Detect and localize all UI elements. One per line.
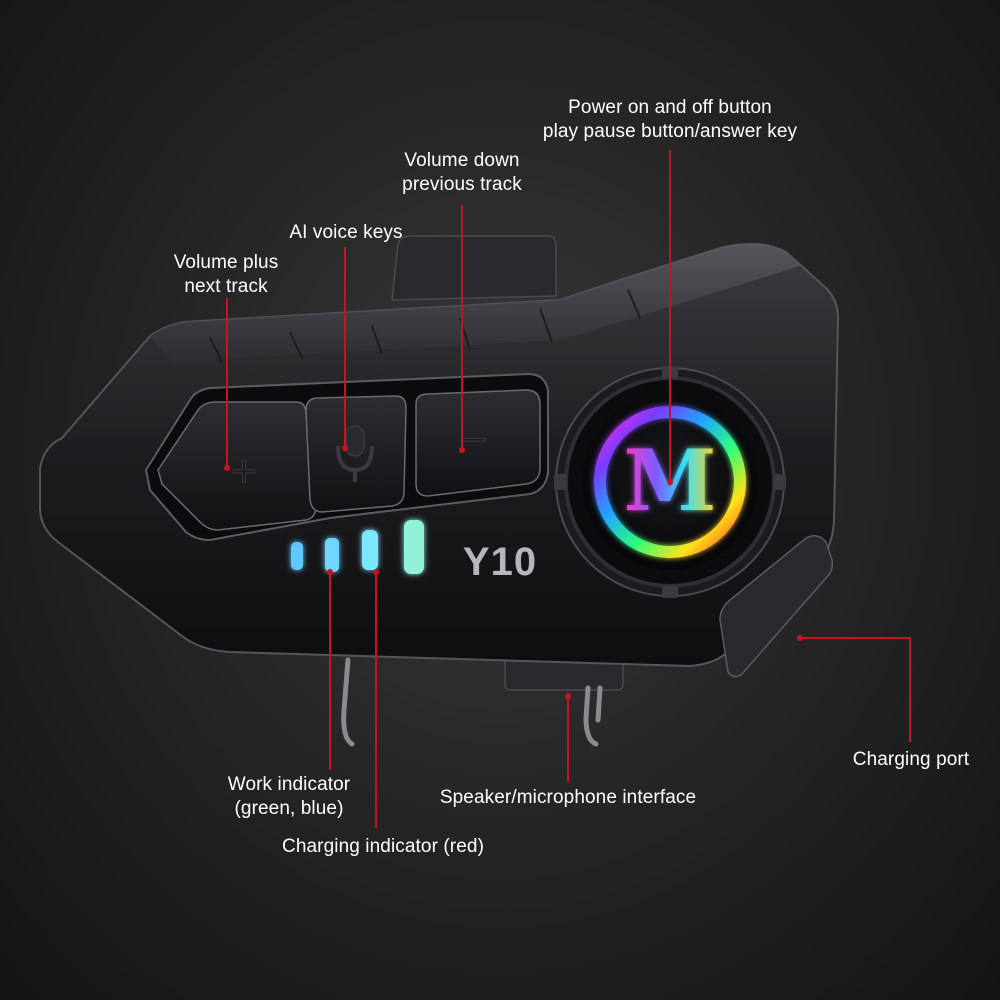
label-work-indicator: Work indicator (green, blue)	[204, 773, 374, 821]
callout-charging-port	[800, 637, 911, 742]
right-clip-prong	[583, 685, 603, 747]
callout-lines	[226, 150, 911, 828]
device-top-bevel	[150, 243, 800, 366]
label-volume-down: Volume down previous track	[382, 149, 542, 197]
minus-symbol: –	[463, 415, 486, 459]
label-work-indicator-line1: Work indicator	[227, 774, 351, 795]
volume-down-button[interactable]	[415, 389, 541, 497]
label-charging-port: Charging port	[836, 748, 986, 772]
label-volume-down-line1: Volume down	[404, 150, 520, 171]
label-speaker-mic-text: Speaker/microphone interface	[439, 787, 697, 808]
label-volume-plus-line2: next track	[184, 276, 268, 297]
label-ai-voice: AI voice keys	[276, 221, 416, 245]
label-charging-indicator-text: Charging indicator (red)	[282, 836, 484, 857]
charging-port-flap	[719, 535, 834, 678]
label-volume-down-line2: previous track	[402, 174, 522, 195]
top-mount-clip	[391, 235, 557, 301]
plus-symbol: +	[231, 447, 257, 496]
label-power-line1: Power on and off button	[568, 97, 772, 118]
callout-dots	[224, 445, 803, 699]
label-volume-plus-line1: Volume plus	[173, 252, 279, 273]
model-badge: Y10	[463, 540, 537, 584]
led-indicator-bar	[291, 520, 424, 574]
label-power-line2: play pause button/answer key	[542, 121, 798, 142]
label-speaker-mic: Speaker/microphone interface	[410, 786, 726, 810]
label-power-button: Power on and off button play pause butto…	[520, 96, 820, 144]
label-work-indicator-line2: (green, blue)	[234, 798, 344, 819]
label-charging-indicator: Charging indicator (red)	[258, 835, 508, 859]
label-volume-plus: Volume plus next track	[156, 251, 296, 299]
label-charging-port-text: Charging port	[852, 749, 970, 770]
left-clip-prong	[341, 657, 355, 747]
label-ai-voice-text: AI voice keys	[289, 222, 403, 243]
